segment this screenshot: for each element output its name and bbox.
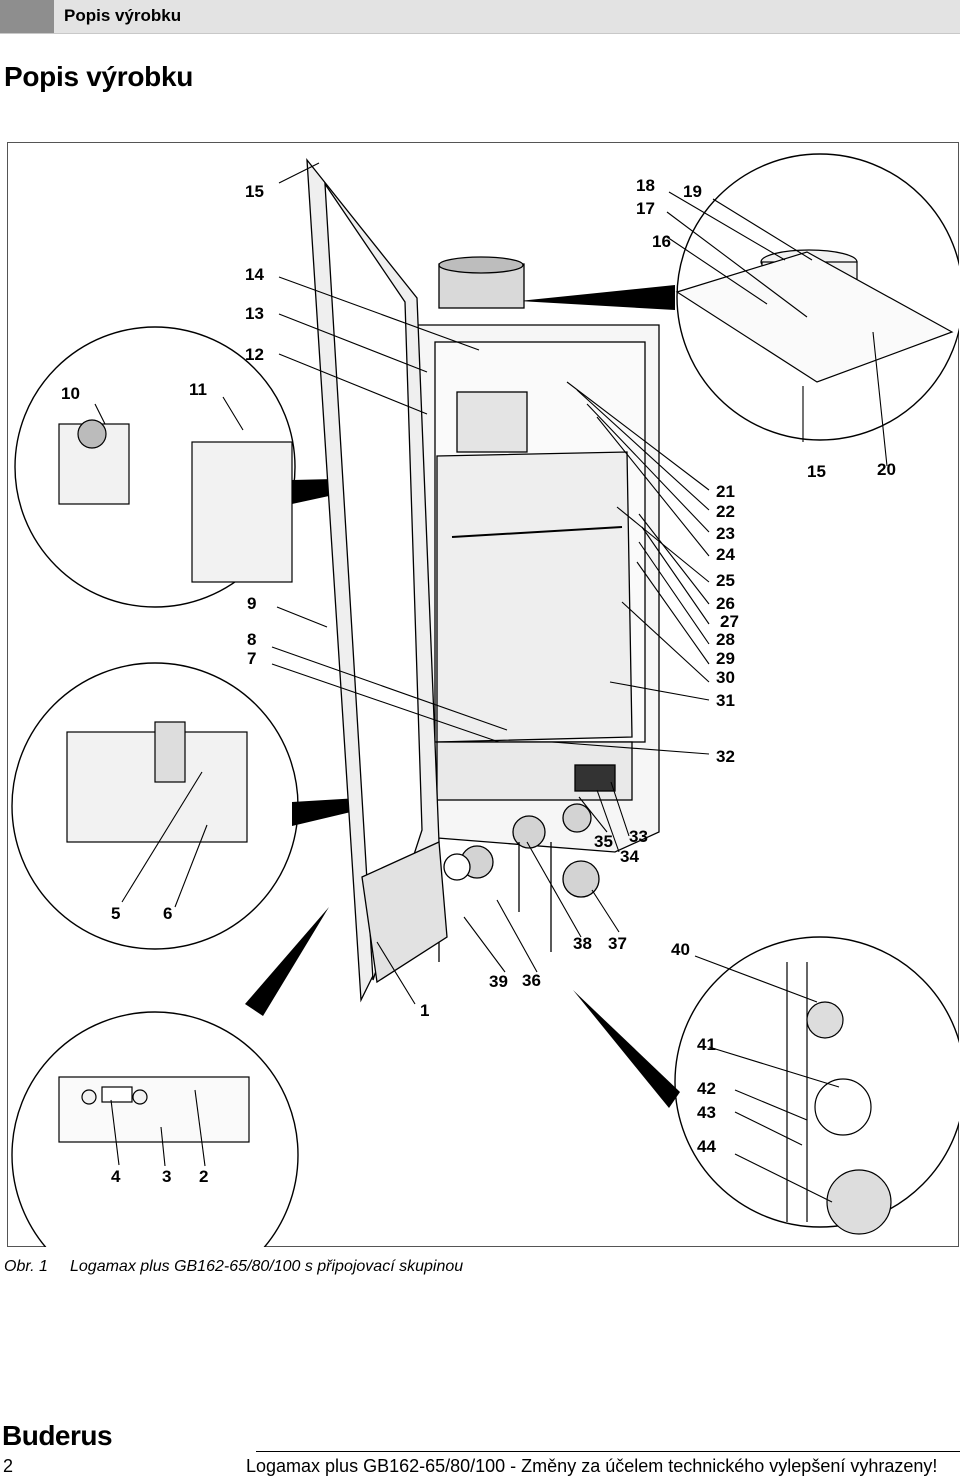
callout-34: 34 xyxy=(620,847,639,866)
callout-11: 11 xyxy=(189,380,207,399)
figure-caption-text: Logamax plus GB162-65/80/100 s připojova… xyxy=(70,1258,464,1275)
callout-37: 37 xyxy=(608,934,627,953)
callout-10: 10 xyxy=(61,384,80,403)
callout-26: 26 xyxy=(716,594,735,613)
callout-38: 38 xyxy=(573,934,592,953)
header-bar: Popis výrobku xyxy=(0,0,960,34)
callout-36: 36 xyxy=(522,971,541,990)
callout-15-top: 15 xyxy=(245,182,264,201)
callout-8: 8 xyxy=(247,630,256,649)
callout-4: 4 xyxy=(111,1167,121,1186)
brand-logo: Buderus xyxy=(2,1420,113,1451)
page-number: 2 xyxy=(3,1456,14,1476)
callout-5: 5 xyxy=(111,904,120,923)
callout-30: 30 xyxy=(716,668,735,687)
callout-43: 43 xyxy=(697,1103,716,1122)
callout-31: 31 xyxy=(716,691,735,710)
callout-12: 12 xyxy=(245,345,264,364)
callout-7: 7 xyxy=(247,649,256,668)
callout-42: 42 xyxy=(697,1079,716,1098)
callout-40: 40 xyxy=(671,940,690,959)
page-title: Popis výrobku xyxy=(4,61,194,92)
callout-19: 19 xyxy=(683,182,702,201)
figure-number: Obr. 1 xyxy=(4,1258,48,1275)
callout-35: 35 xyxy=(594,832,613,851)
footer-text: Logamax plus GB162-65/80/100 - Změny za … xyxy=(246,1456,938,1476)
callout-18: 18 xyxy=(636,176,655,195)
callout-15-right: 15 xyxy=(807,462,826,481)
callout-14: 14 xyxy=(245,265,264,284)
callout-17: 17 xyxy=(636,199,655,218)
callout-3: 3 xyxy=(162,1167,171,1186)
header-section-title: Popis výrobku xyxy=(64,6,182,25)
header-block xyxy=(0,0,54,33)
callout-39: 39 xyxy=(489,972,508,991)
leader-lines xyxy=(94,162,888,1203)
callout-1: 1 xyxy=(420,1001,429,1020)
callout-20: 20 xyxy=(877,460,896,479)
detail-contents xyxy=(58,249,954,1235)
boiler-door xyxy=(306,157,448,1003)
callout-16: 16 xyxy=(652,232,671,251)
callout-32: 32 xyxy=(716,747,735,766)
boiler-body xyxy=(416,256,660,962)
callout-13: 13 xyxy=(245,304,264,323)
callout-25: 25 xyxy=(716,571,735,590)
callout-24: 24 xyxy=(716,545,735,564)
callout-23: 23 xyxy=(716,524,735,543)
boiler-illustration: 1 2 3 4 5 6 7 8 9 10 11 12 13 14 15 15 1… xyxy=(11,153,959,1247)
detail-circle-bottom-right xyxy=(674,936,959,1228)
callout-44: 44 xyxy=(697,1137,716,1156)
callout-29: 29 xyxy=(716,649,735,668)
callout-41: 41 xyxy=(697,1035,716,1054)
callout-9: 9 xyxy=(247,594,256,613)
figure-caption: Obr. 1 Logamax plus GB162-65/80/100 s při… xyxy=(4,1258,463,1276)
callout-27: 27 xyxy=(720,612,739,631)
footer-rule xyxy=(256,1451,960,1452)
callout-22: 22 xyxy=(716,502,735,521)
callout-2: 2 xyxy=(199,1167,208,1186)
callout-33: 33 xyxy=(629,827,648,846)
callout-28: 28 xyxy=(716,630,735,649)
callout-21: 21 xyxy=(716,482,735,501)
callout-6: 6 xyxy=(163,904,172,923)
